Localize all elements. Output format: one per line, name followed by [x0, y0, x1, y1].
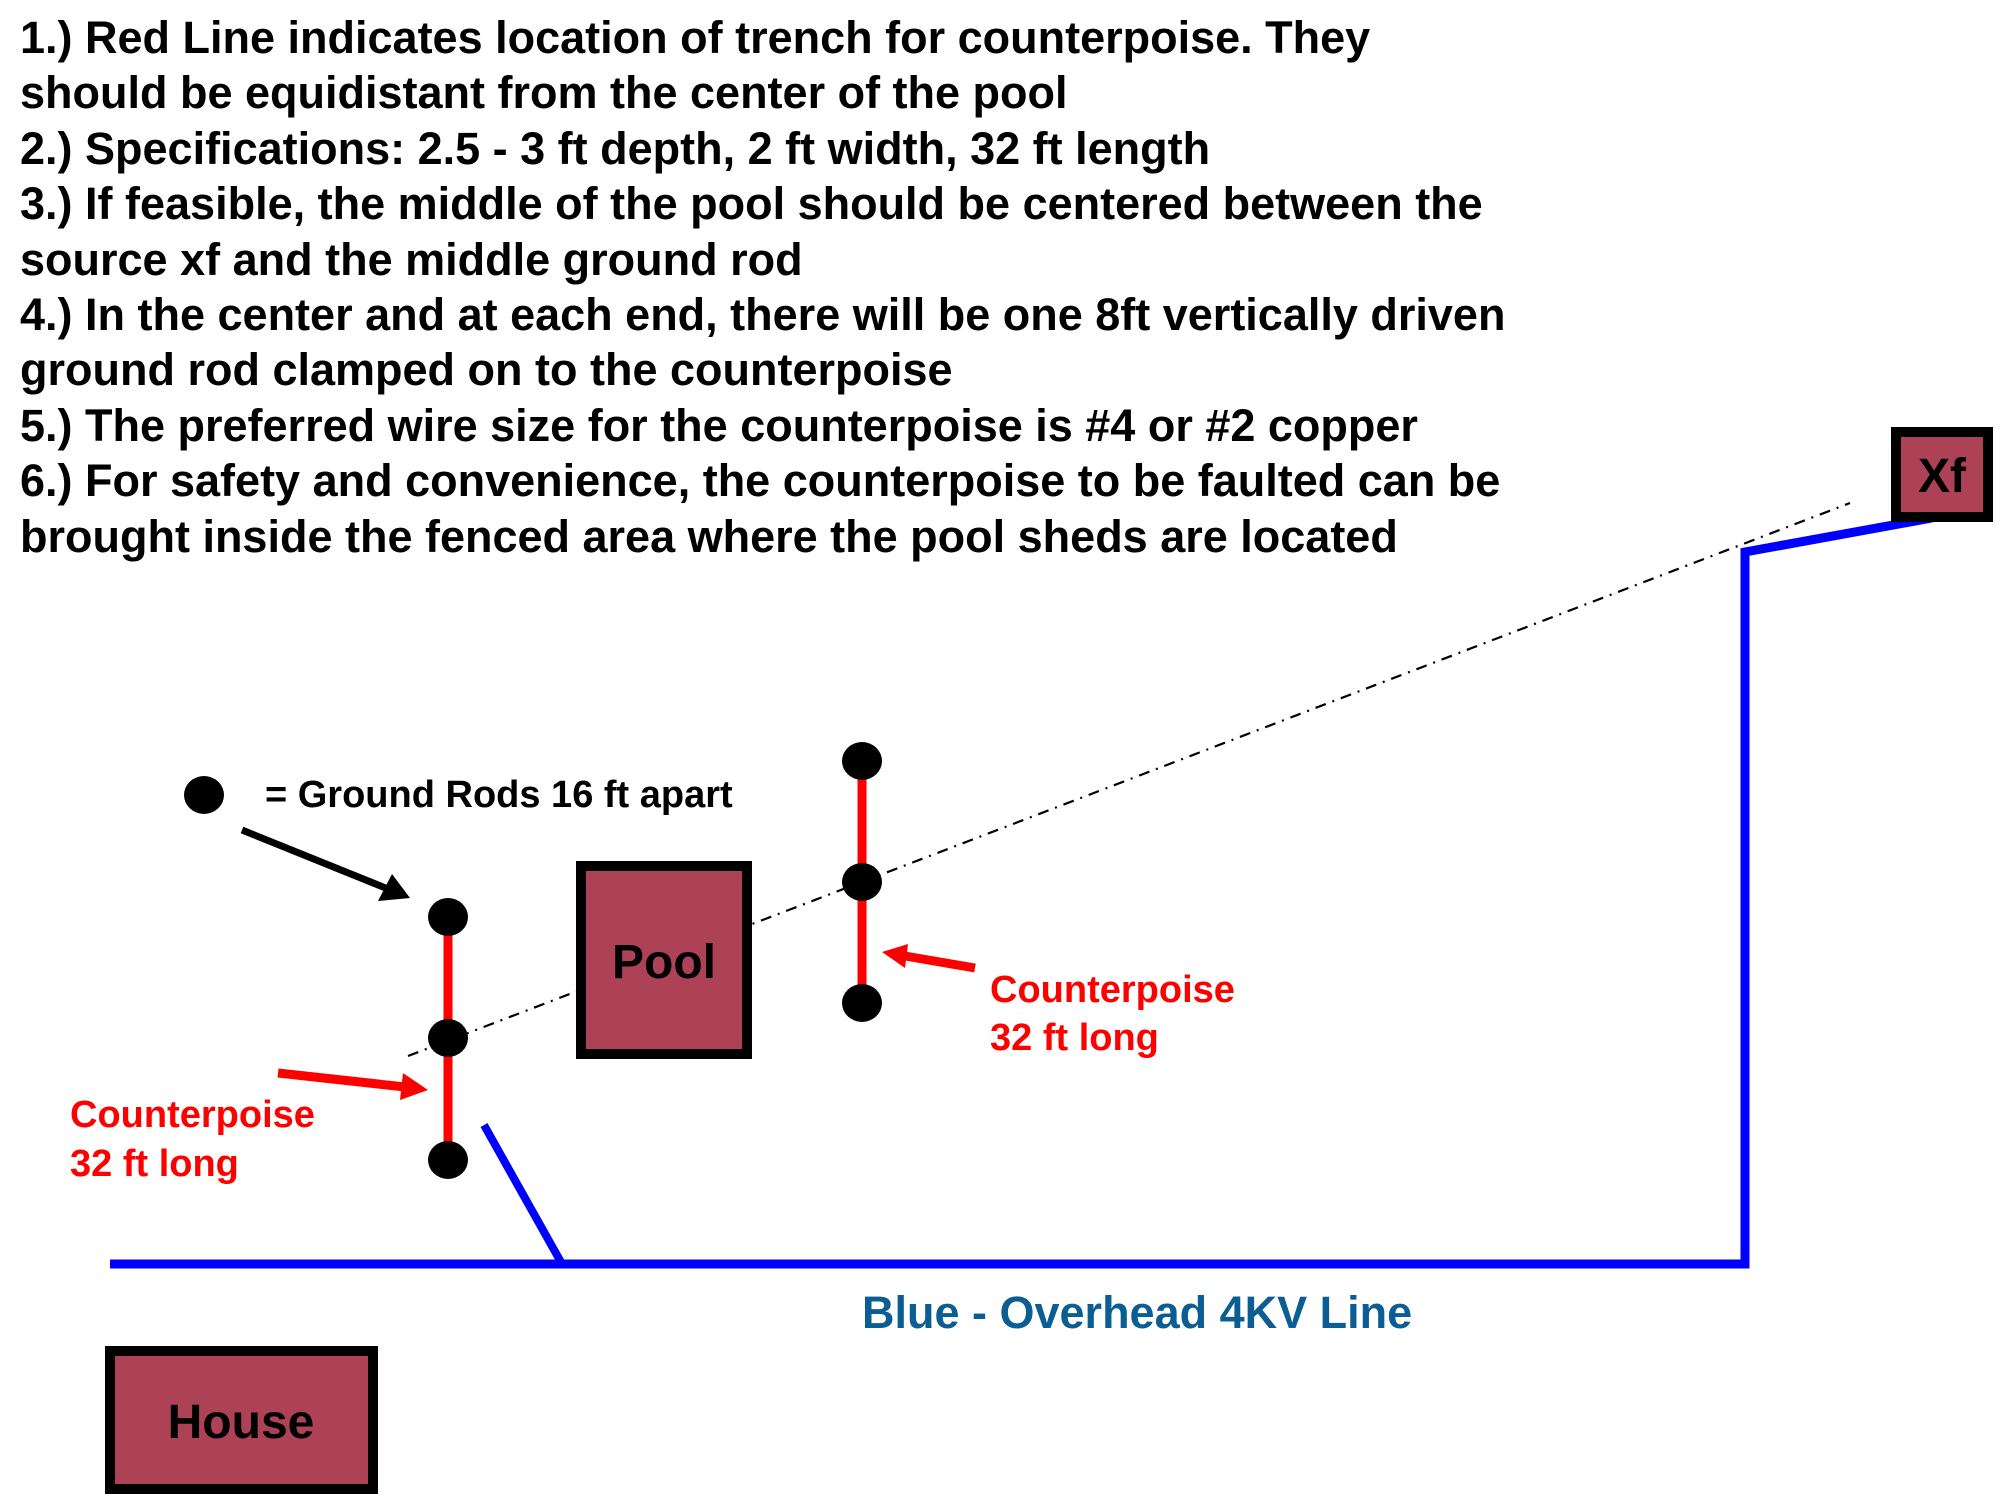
pool: Pool [576, 861, 752, 1059]
ground-rod-icon [842, 863, 882, 901]
right-counterpoise-length: 32 ft long [990, 1017, 1159, 1059]
legend-label: = Ground Rods 16 ft apart [265, 774, 733, 816]
note-line: should be equidistant from the center of… [20, 67, 1068, 118]
note-line: 6.) For safety and convenience, the coun… [20, 455, 1500, 506]
note-line: ground rod clamped on to the counterpois… [20, 344, 953, 395]
left-counterpoise-label: Counterpoise [70, 1094, 315, 1136]
alignment-dash-dot-line [407, 501, 1851, 1058]
ground-rod-legend-icon [184, 776, 224, 814]
power-line-main [110, 513, 1933, 1269]
note-line: 1.) Red Line indicates location of trenc… [20, 12, 1370, 63]
notes-block: 1.) Red Line indicates location of trenc… [20, 12, 1505, 562]
power-line-label: Blue - Overhead 4KV Line [862, 1287, 1412, 1338]
right-callout-arrow-shaft [904, 951, 976, 973]
ground-rod-icon [428, 898, 468, 936]
note-line: 3.) If feasible, the middle of the pool … [20, 178, 1483, 229]
note-line: brought inside the fenced area where the… [20, 511, 1398, 562]
pool-label: Pool [612, 936, 716, 989]
overhead-power-line [110, 513, 1933, 1269]
legend-arrow-head-icon [378, 874, 410, 901]
note-line: 5.) The preferred wire size for the coun… [20, 400, 1418, 451]
transformer-label: Xf [1918, 450, 1967, 503]
left-callout-arrow-head-icon [400, 1073, 428, 1100]
ground-rod-icon [842, 984, 882, 1022]
right-counterpoise [842, 742, 882, 1022]
left-counterpoise-length: 32 ft long [70, 1143, 239, 1185]
ground-rod-icon [842, 742, 882, 780]
note-line: source xf and the middle ground rod [20, 234, 803, 285]
ground-rod-icon [428, 1141, 468, 1179]
legend-arrow-shaft [240, 826, 390, 893]
ground-rod-icon [428, 1019, 468, 1057]
left-callout-arrow-shaft [277, 1068, 406, 1092]
transformer-box [1891, 427, 1993, 522]
power-line-tap [480, 1123, 566, 1266]
note-line: 2.) Specifications: 2.5 - 3 ft depth, 2 … [20, 123, 1210, 174]
pool-box [576, 861, 752, 1059]
right-callout-arrow-head-icon [882, 944, 908, 968]
left-counterpoise [428, 898, 468, 1179]
house-label: House [168, 1396, 315, 1449]
house: House [105, 1346, 378, 1494]
legend: = Ground Rods 16 ft apart [184, 774, 733, 901]
house-box [105, 1346, 378, 1494]
transformer: Xf [1891, 427, 1993, 522]
right-counterpoise-callout: Counterpoise 32 ft long [882, 944, 1235, 1059]
note-line: 4.) In the center and at each end, there… [20, 289, 1505, 340]
left-counterpoise-callout: Counterpoise 32 ft long [70, 1068, 428, 1185]
right-counterpoise-label: Counterpoise [990, 969, 1235, 1011]
